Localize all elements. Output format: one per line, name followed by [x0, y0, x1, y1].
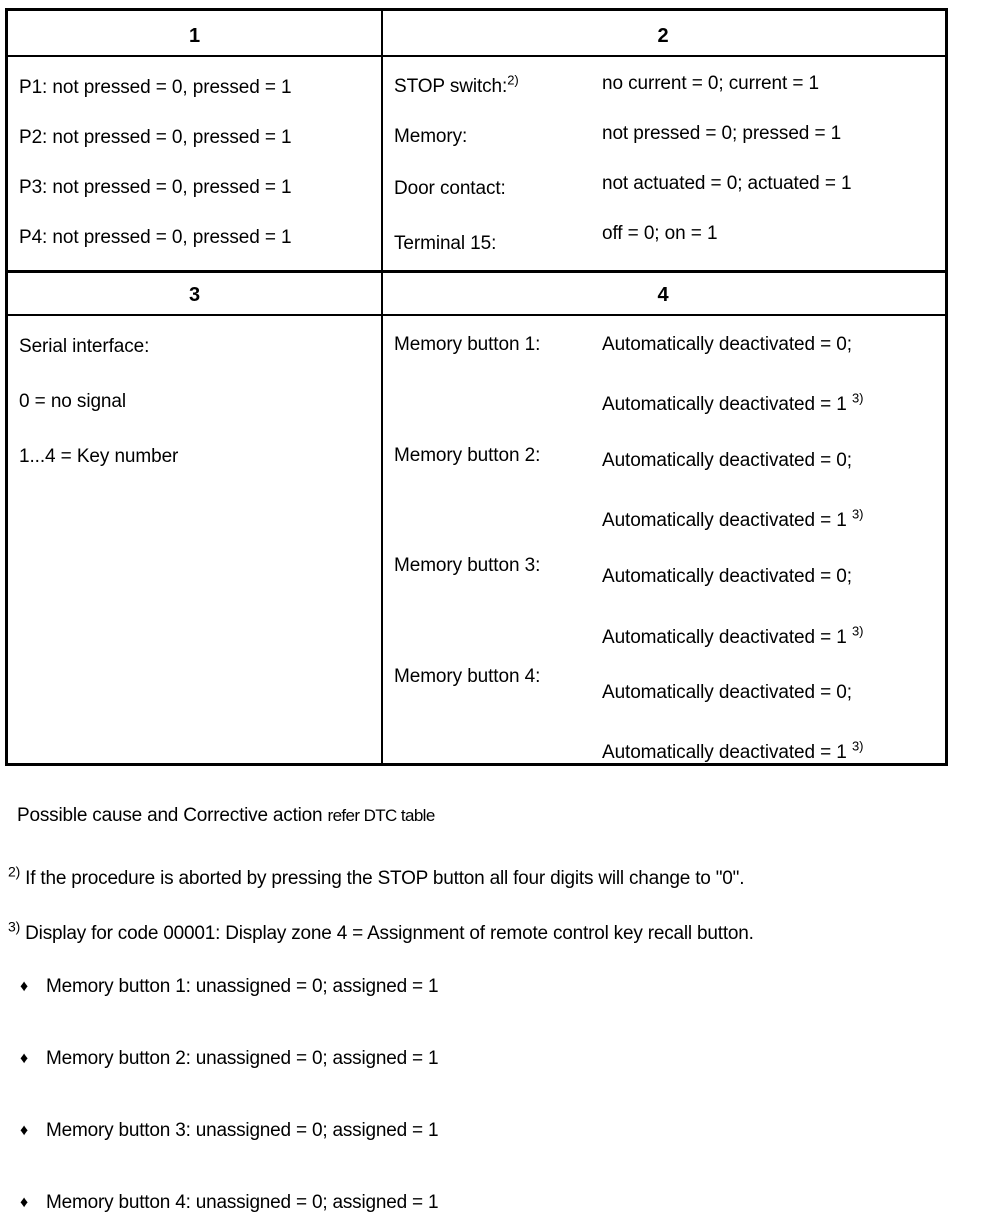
- footnote-3-marker: 3): [8, 918, 21, 935]
- zone2-label-terminal-15: Terminal 15:: [394, 233, 497, 254]
- table-rule-row1-bottom: [8, 270, 945, 273]
- zone4-value-memory-button-4-on-text: Automatically deactivated = 1: [602, 742, 847, 763]
- diamond-bullet-icon: ♦: [20, 1194, 28, 1211]
- zone2-label-stop-switch-text: STOP switch:: [394, 76, 508, 97]
- zone-2-cell: STOP switch:2) Memory: Door contact: Ter…: [381, 55, 945, 270]
- diamond-bullet-icon: ♦: [20, 1122, 28, 1139]
- zone3-line-1: Serial interface:: [19, 336, 150, 357]
- zone4-value-memory-button-2-on: Automatically deactivated = 1 3): [602, 506, 864, 532]
- list-item-label: Memory button 2: unassigned = 0; assigne…: [46, 1048, 439, 1069]
- zone4-value-memory-button-3-on: Automatically deactivated = 1 3): [602, 623, 864, 649]
- diamond-bullet-icon: ♦: [20, 978, 28, 995]
- diamond-bullet-icon: ♦: [20, 1050, 28, 1067]
- zone2-footnote-marker-2: 2): [507, 72, 519, 88]
- zone4-value-memory-button-3-off: Automatically deactivated = 0;: [602, 566, 852, 587]
- footnote-2-marker: 2): [8, 863, 21, 880]
- zone4-footnote-marker-3-d: 3): [851, 738, 864, 754]
- zone1-line-1: P1: not pressed = 0, pressed = 1: [19, 77, 292, 98]
- zone4-label-memory-button-1: Memory button 1:: [394, 334, 541, 355]
- zone2-value-memory: not pressed = 0; pressed = 1: [602, 123, 842, 144]
- zone4-value-memory-button-3-on-text: Automatically deactivated = 1: [602, 627, 847, 648]
- list-item-label: Memory button 1: unassigned = 0; assigne…: [46, 976, 439, 997]
- reference-line: Possible cause and Corrective action ref…: [17, 805, 435, 827]
- zone4-label-memory-button-2: Memory button 2:: [394, 445, 541, 466]
- zone3-line-2: 0 = no signal: [19, 391, 126, 412]
- zone4-value-memory-button-2-on-text: Automatically deactivated = 1: [602, 510, 847, 531]
- zone4-footnote-marker-3-b: 3): [851, 506, 864, 522]
- zone2-label-door-contact: Door contact:: [394, 178, 506, 199]
- reference-line-tail: refer DTC table: [327, 806, 436, 825]
- zone2-value-stop-switch: no current = 0; current = 1: [602, 73, 819, 94]
- zone-header-3: 3: [188, 284, 201, 306]
- zone4-value-memory-button-1-on: Automatically deactivated = 1 3): [602, 390, 864, 416]
- zone2-value-door-contact: not actuated = 0; actuated = 1: [602, 173, 852, 194]
- zone2-value-terminal-15: off = 0; on = 1: [602, 223, 718, 244]
- zone4-value-memory-button-1-on-text: Automatically deactivated = 1: [602, 394, 847, 415]
- footnote-3-text: Display for code 00001: Display zone 4 =…: [25, 923, 754, 944]
- table-rule-header2: [8, 314, 945, 316]
- table-column-divider: [381, 11, 383, 763]
- zone4-footnote-marker-3-a: 3): [851, 390, 864, 406]
- zone-4-cell: Memory button 1: Automatically deactivat…: [381, 314, 945, 766]
- zone4-value-memory-button-1-off: Automatically deactivated = 0;: [602, 334, 852, 355]
- footnote-2: 2) If the procedure is aborted by pressi…: [8, 865, 745, 890]
- list-item-label: Memory button 4: unassigned = 0; assigne…: [46, 1192, 439, 1213]
- zone4-label-memory-button-4: Memory button 4:: [394, 666, 541, 687]
- zone2-label-stop-switch: STOP switch:2): [394, 72, 519, 98]
- zone4-value-memory-button-2-off: Automatically deactivated = 0;: [602, 450, 852, 471]
- zone1-line-2: P2: not pressed = 0, pressed = 1: [19, 127, 292, 148]
- signal-assignment-table: 1 2 3 4 P1: not pressed = 0, pressed = 1…: [5, 8, 948, 766]
- zone-header-2: 2: [657, 25, 669, 47]
- zone4-value-memory-button-4-on: Automatically deactivated = 1 3): [602, 738, 864, 764]
- zone2-label-memory: Memory:: [394, 126, 468, 147]
- reference-line-main: Possible cause and Corrective action: [17, 805, 323, 826]
- zone4-footnote-marker-3-c: 3): [851, 623, 864, 639]
- zone4-value-memory-button-4-off: Automatically deactivated = 0;: [602, 682, 852, 703]
- footnote-2-text: If the procedure is aborted by pressing …: [25, 868, 745, 889]
- zone-header-4: 4: [657, 284, 669, 306]
- zone-1-cell: P1: not pressed = 0, pressed = 1 P2: not…: [8, 55, 381, 270]
- footnote-3: 3) Display for code 00001: Display zone …: [8, 920, 754, 945]
- zone1-line-4: P4: not pressed = 0, pressed = 1: [19, 227, 292, 248]
- zone-3-cell: Serial interface: 0 = no signal 1...4 = …: [8, 314, 381, 766]
- list-item-label: Memory button 3: unassigned = 0; assigne…: [46, 1120, 439, 1141]
- zone1-line-3: P3: not pressed = 0, pressed = 1: [19, 177, 292, 198]
- zone4-label-memory-button-3: Memory button 3:: [394, 555, 541, 576]
- zone-header-1: 1: [188, 25, 201, 47]
- table-rule-header1: [8, 55, 945, 57]
- zone3-line-3: 1...4 = Key number: [19, 446, 179, 467]
